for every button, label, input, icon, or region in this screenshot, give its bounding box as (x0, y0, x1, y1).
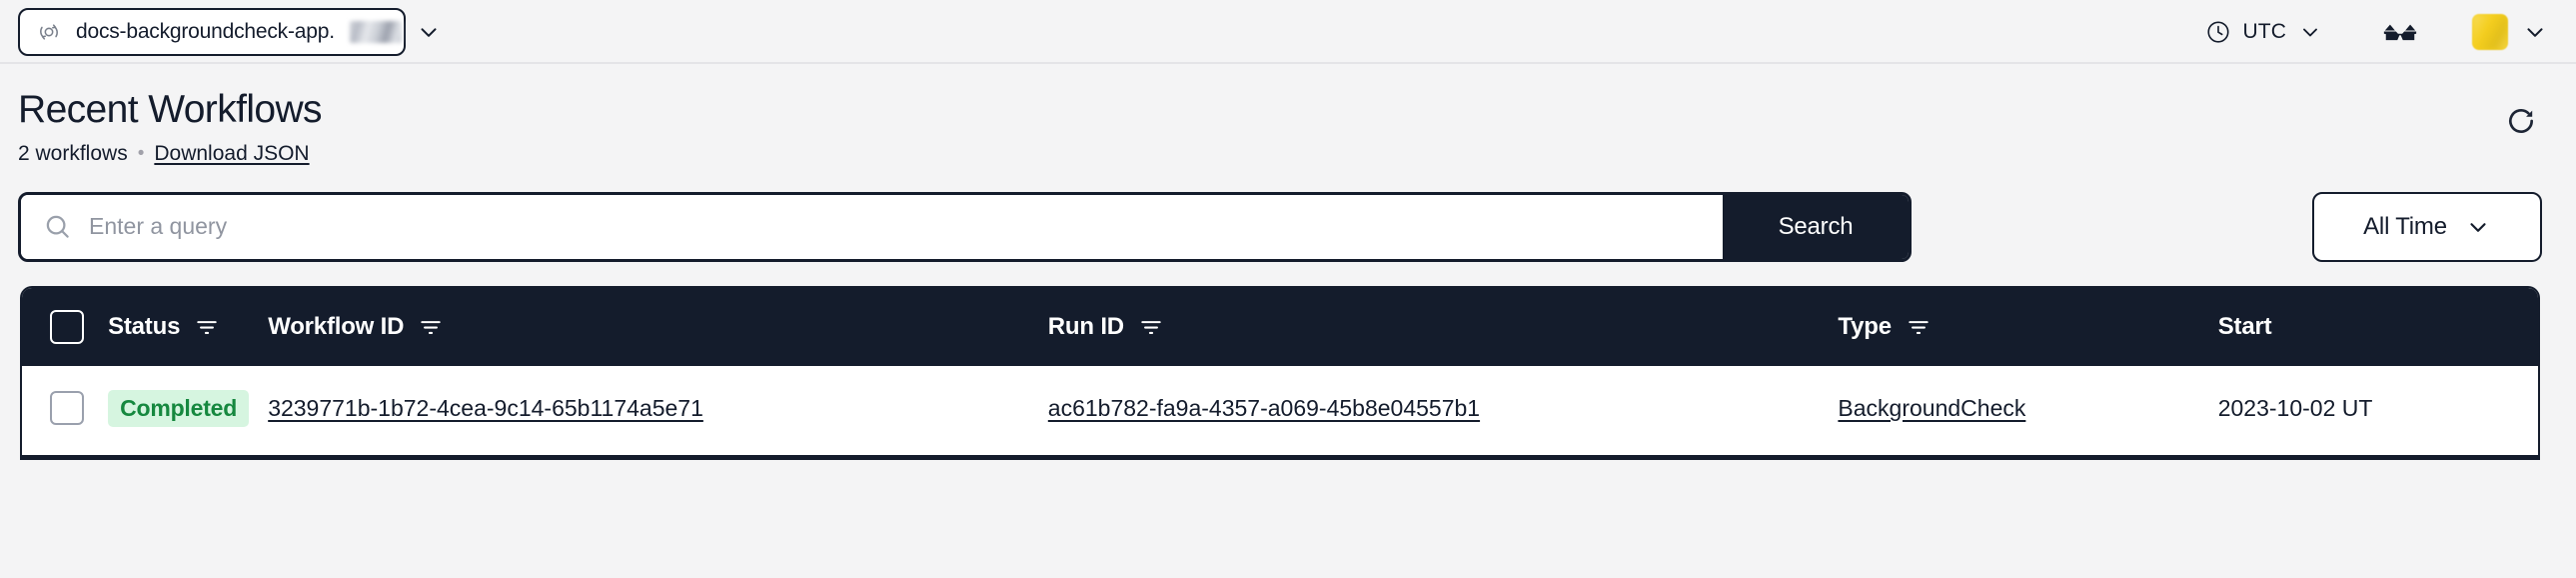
page-content: Recent Workflows 2 workflows • Download … (0, 64, 2576, 460)
page-subline: 2 workflows • Download JSON (18, 142, 2558, 166)
filter-icon[interactable] (418, 314, 444, 340)
chevron-down-icon[interactable] (2465, 214, 2491, 240)
column-label-workflow-id: Workflow ID (268, 312, 405, 340)
workflow-count: 2 workflows (18, 141, 128, 165)
column-header-start: Start (2218, 288, 2538, 366)
search-box: Search (18, 191, 1912, 262)
run-id-link[interactable]: ac61b782-fa9a-4357-a069-45b8e04557b1 (1047, 394, 1481, 421)
workflows-table: Status Workflow ID (20, 285, 2540, 460)
cell-start: 2023-10-02 UT (2218, 366, 2538, 457)
column-header-run-id: Run ID (1048, 288, 1839, 366)
clock-icon (2205, 19, 2231, 45)
filter-icon[interactable] (1906, 314, 1932, 340)
cell-type: BackgroundCheck (1838, 366, 2217, 457)
refresh-icon (2505, 105, 2537, 137)
topbar-right-controls: UTC (2195, 0, 2548, 64)
chevron-down-icon[interactable] (416, 19, 442, 45)
column-label-run-id: Run ID (1047, 312, 1124, 340)
column-label-start: Start (2217, 312, 2272, 340)
cell-status: Completed (108, 366, 268, 457)
filter-icon[interactable] (194, 314, 220, 340)
time-range-label: All Time (2363, 212, 2447, 240)
chevron-down-icon[interactable] (2522, 19, 2548, 45)
namespace-redacted-suffix (349, 21, 402, 43)
column-header-workflow-id: Workflow ID (268, 288, 1048, 366)
namespace-label: docs-backgroundcheck-app. (76, 20, 335, 43)
start-time: 2023-10-02 UT (2217, 394, 2373, 421)
column-label-status: Status (108, 312, 181, 340)
namespace-selector[interactable]: docs-backgroundcheck-app. (18, 8, 437, 56)
search-icon (43, 212, 73, 242)
select-all-header (22, 288, 108, 366)
download-json-link[interactable]: Download JSON (154, 141, 310, 165)
cell-workflow-id: 3239771b-1b72-4cea-9c14-65b1174a5e71 (268, 366, 1048, 457)
status-badge: Completed (108, 389, 250, 427)
time-range-selector[interactable]: All Time (2312, 191, 2542, 262)
search-row: Search All Time (18, 191, 2558, 262)
page-title: Recent Workflows (18, 88, 323, 131)
search-input[interactable] (89, 213, 1723, 241)
select-all-checkbox[interactable] (50, 309, 84, 344)
table-row[interactable]: Completed 3239771b-1b72-4cea-9c14-65b117… (22, 365, 2538, 457)
page-header: Recent Workflows 2 workflows • Download … (18, 64, 2558, 166)
avatar (2472, 14, 2508, 50)
timezone-selector[interactable]: UTC (2195, 13, 2332, 51)
user-menu-button[interactable] (2472, 14, 2548, 50)
search-button[interactable]: Search (1723, 194, 1909, 259)
column-label-type: Type (1838, 312, 1892, 340)
column-header-status: Status (108, 288, 268, 366)
workflow-type-link[interactable]: BackgroundCheck (1838, 394, 2026, 421)
refresh-button[interactable] (2500, 100, 2542, 142)
row-checkbox[interactable] (50, 391, 84, 426)
row-select-cell (22, 366, 108, 457)
workflow-id-link[interactable]: 3239771b-1b72-4cea-9c14-65b1174a5e71 (268, 394, 703, 421)
temporal-namespace-icon (36, 19, 62, 45)
cell-run-id: ac61b782-fa9a-4357-a069-45b8e04557b1 (1048, 366, 1839, 457)
filter-icon[interactable] (1138, 314, 1164, 340)
separator-dot: • (137, 143, 145, 165)
table-header-row: Status Workflow ID (22, 287, 2538, 366)
timezone-label: UTC (2242, 20, 2286, 43)
column-header-type: Type (1838, 288, 2217, 366)
search-field[interactable] (21, 194, 1723, 259)
top-bar: docs-backgroundcheck-app. UTC (0, 0, 2576, 64)
chevron-down-icon[interactable] (2298, 20, 2322, 44)
glasses-icon (2381, 18, 2419, 46)
glasses-button[interactable] (2372, 10, 2428, 54)
